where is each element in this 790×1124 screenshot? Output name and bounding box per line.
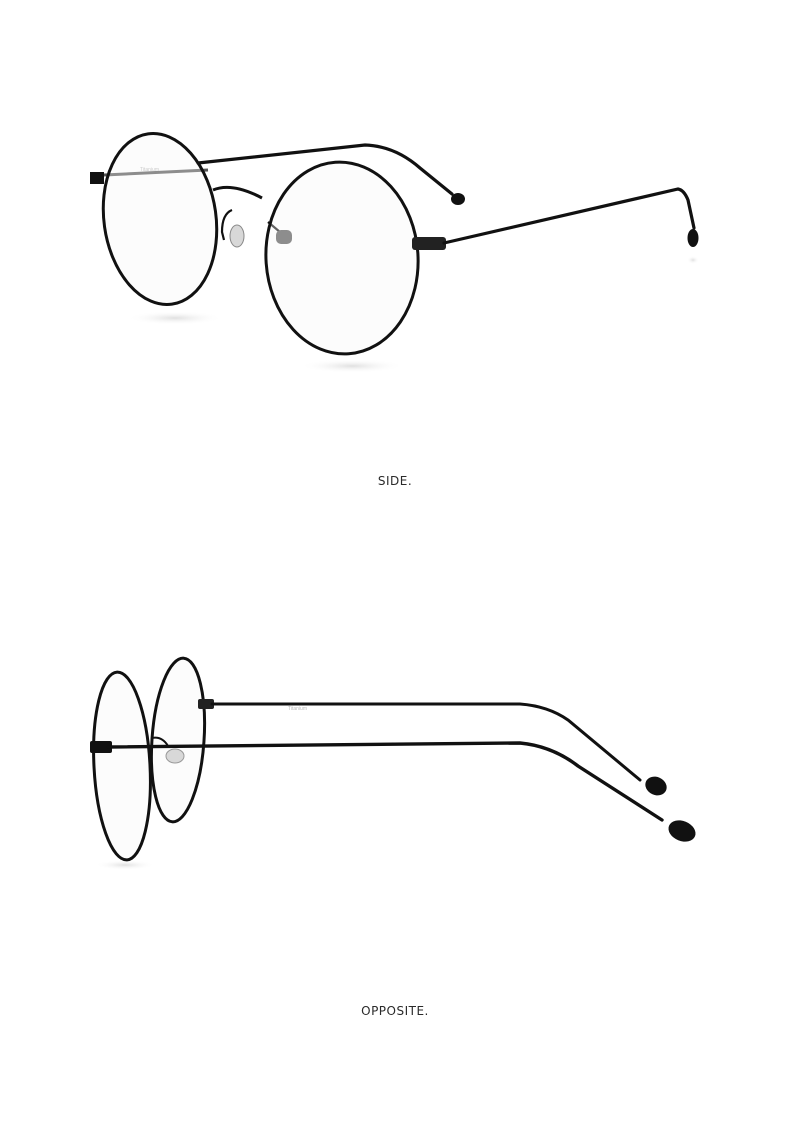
near-temple-tip — [687, 229, 699, 247]
right-hinge — [412, 237, 446, 250]
side-view-glasses-image: Titanium — [90, 131, 699, 373]
far-hinge — [198, 699, 214, 709]
opposite-caption: OPPOSITE. — [361, 1004, 429, 1018]
far-temple-tip — [451, 193, 465, 205]
left-lens-rim — [101, 131, 219, 307]
far-temple-arm — [210, 702, 642, 782]
reflection — [687, 256, 699, 264]
nose-pad — [276, 230, 292, 244]
far-temple-tip — [645, 776, 667, 796]
near-temple-arm — [106, 741, 664, 822]
nose-pad — [165, 748, 185, 764]
far-lens-rim — [149, 656, 207, 824]
near-temple-arm — [442, 187, 696, 245]
left-hinge-bar — [103, 168, 209, 177]
far-temple-arm — [196, 143, 454, 196]
reflection — [300, 359, 404, 373]
reflection — [95, 860, 155, 870]
reflection — [127, 311, 223, 325]
near-temple-tip — [668, 820, 696, 842]
temple-imprint: Titanium — [140, 167, 159, 173]
nose-pad — [229, 224, 245, 248]
near-hinge — [90, 741, 112, 753]
opposite-view: Titanium OPPOSITE. — [0, 560, 790, 1124]
nose-pad-arm — [151, 736, 169, 747]
temple-imprint: Titanium — [288, 706, 307, 712]
bridge — [212, 185, 263, 200]
near-lens-rim — [92, 670, 152, 862]
opposite-view-glasses-image: Titanium — [90, 656, 696, 870]
side-view: Titanium SIDE. — [0, 0, 790, 520]
right-lens-rim — [264, 160, 420, 356]
left-hinge — [90, 172, 104, 184]
nose-pad-arm — [220, 208, 233, 241]
side-caption: SIDE. — [377, 474, 413, 488]
